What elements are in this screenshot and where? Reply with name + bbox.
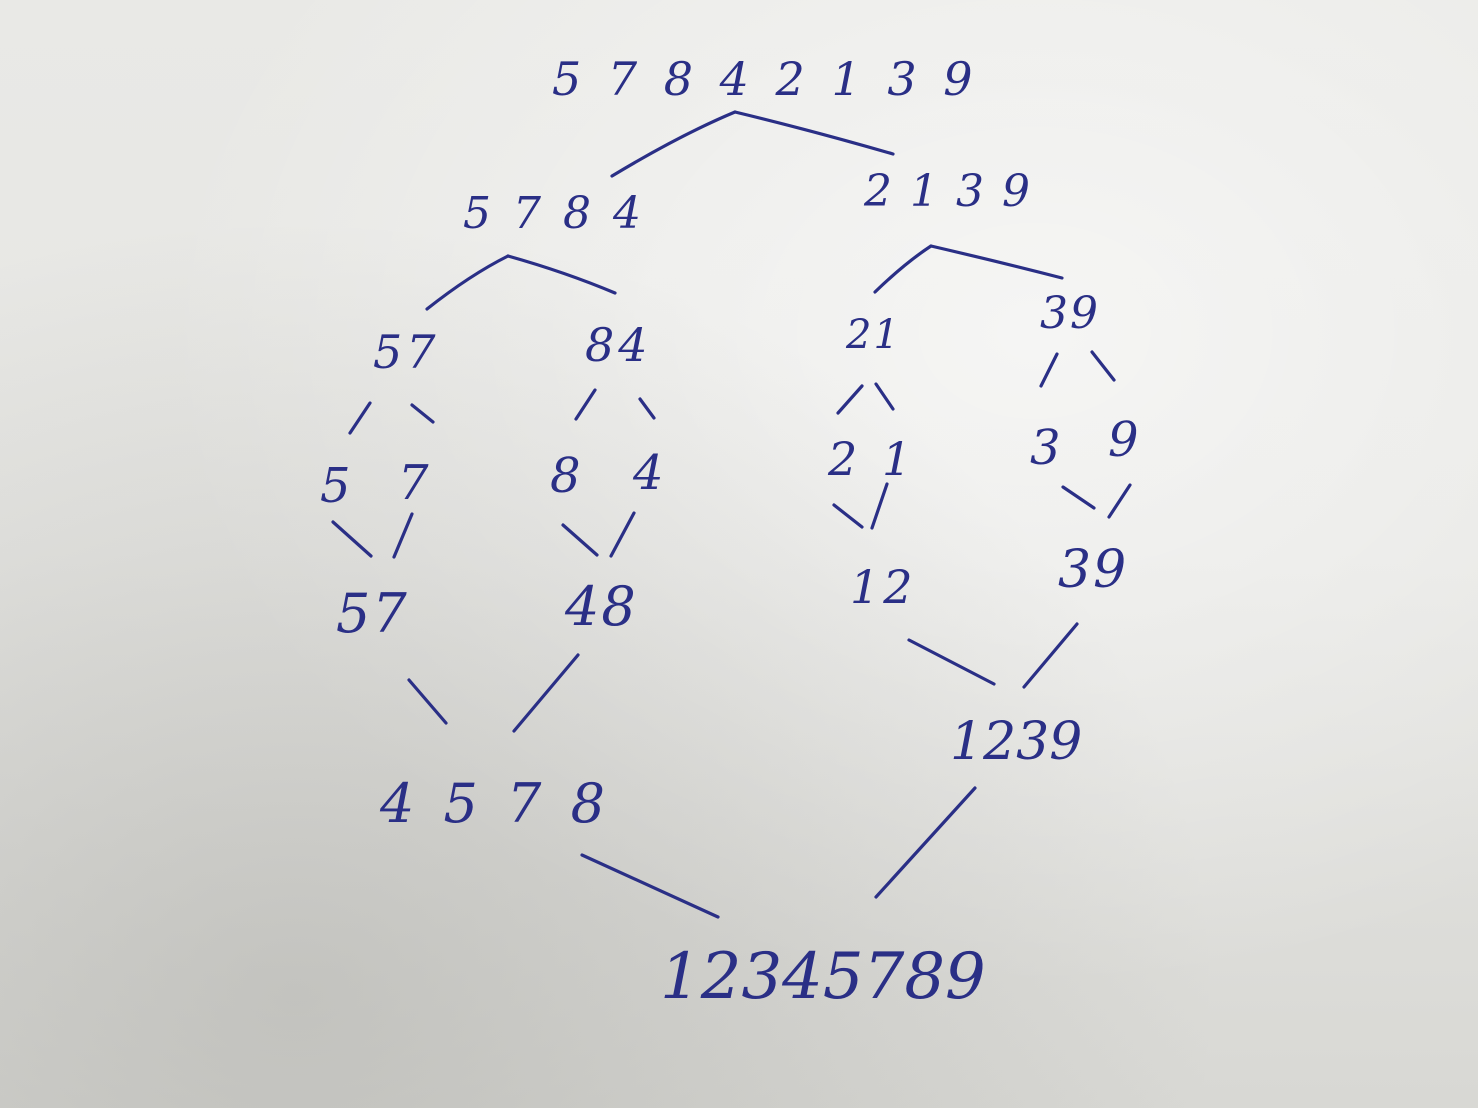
connector-21-left [836, 384, 864, 415]
connector-21-right [874, 382, 895, 411]
single-2: 2 [828, 432, 858, 486]
connector-merge-57-left [331, 520, 373, 558]
single-1: 1 [882, 432, 912, 486]
connector-root-right [733, 110, 895, 156]
connector-4578-left [407, 678, 448, 725]
merged-39: 39 [1058, 540, 1129, 600]
pair-21: 21 [846, 312, 901, 358]
single-8: 8 [550, 448, 581, 504]
connector-57-left [348, 401, 372, 435]
connector-5784-right [506, 254, 617, 295]
connector-result-right [874, 786, 977, 899]
pair-39: 39 [1040, 288, 1100, 339]
connector-result-left [580, 853, 720, 919]
connector-merge-57-right [392, 512, 414, 559]
connector-merge-39-left [1061, 485, 1096, 510]
merged-12: 12 [850, 560, 917, 614]
merged-1239: 1239 [950, 712, 1083, 772]
right-half-array: 2 1 3 9 [864, 166, 1032, 217]
connector-merge-48-right [609, 511, 636, 558]
connector-merge-12-left [832, 503, 864, 529]
connector-merge-12-right [870, 482, 889, 530]
connector-84-right [638, 397, 656, 420]
pair-84: 84 [585, 318, 652, 372]
connector-39-left [1039, 352, 1059, 388]
connector-merge-48-left [561, 523, 599, 557]
merged-48: 48 [565, 575, 638, 638]
connector-root-left [610, 110, 737, 178]
connector-57-right [410, 403, 435, 424]
connector-1239-left [907, 638, 996, 686]
connector-merge-39-right [1107, 483, 1132, 519]
root-array: 5 7 8 4 2 1 3 9 [552, 52, 979, 106]
single-4: 4 [633, 445, 664, 501]
connector-5784-left [425, 254, 510, 311]
connector-4578-right [512, 653, 580, 733]
pair-57: 57 [373, 325, 440, 379]
single-7: 7 [398, 455, 429, 511]
left-half-array: 5 7 8 4 [463, 188, 645, 239]
single-9: 9 [1108, 412, 1139, 468]
merged-57: 57 [336, 582, 409, 645]
connector-2139-right [929, 244, 1064, 280]
single-3: 3 [1030, 420, 1061, 476]
connector-1239-right [1022, 622, 1079, 689]
merged-4578: 4 5 7 8 [380, 772, 611, 835]
connector-2139-left [873, 244, 933, 294]
connector-39-right [1090, 350, 1116, 382]
connector-84-left [574, 388, 597, 421]
single-5: 5 [320, 458, 351, 514]
sorted-result: 12345789 [660, 940, 986, 1014]
